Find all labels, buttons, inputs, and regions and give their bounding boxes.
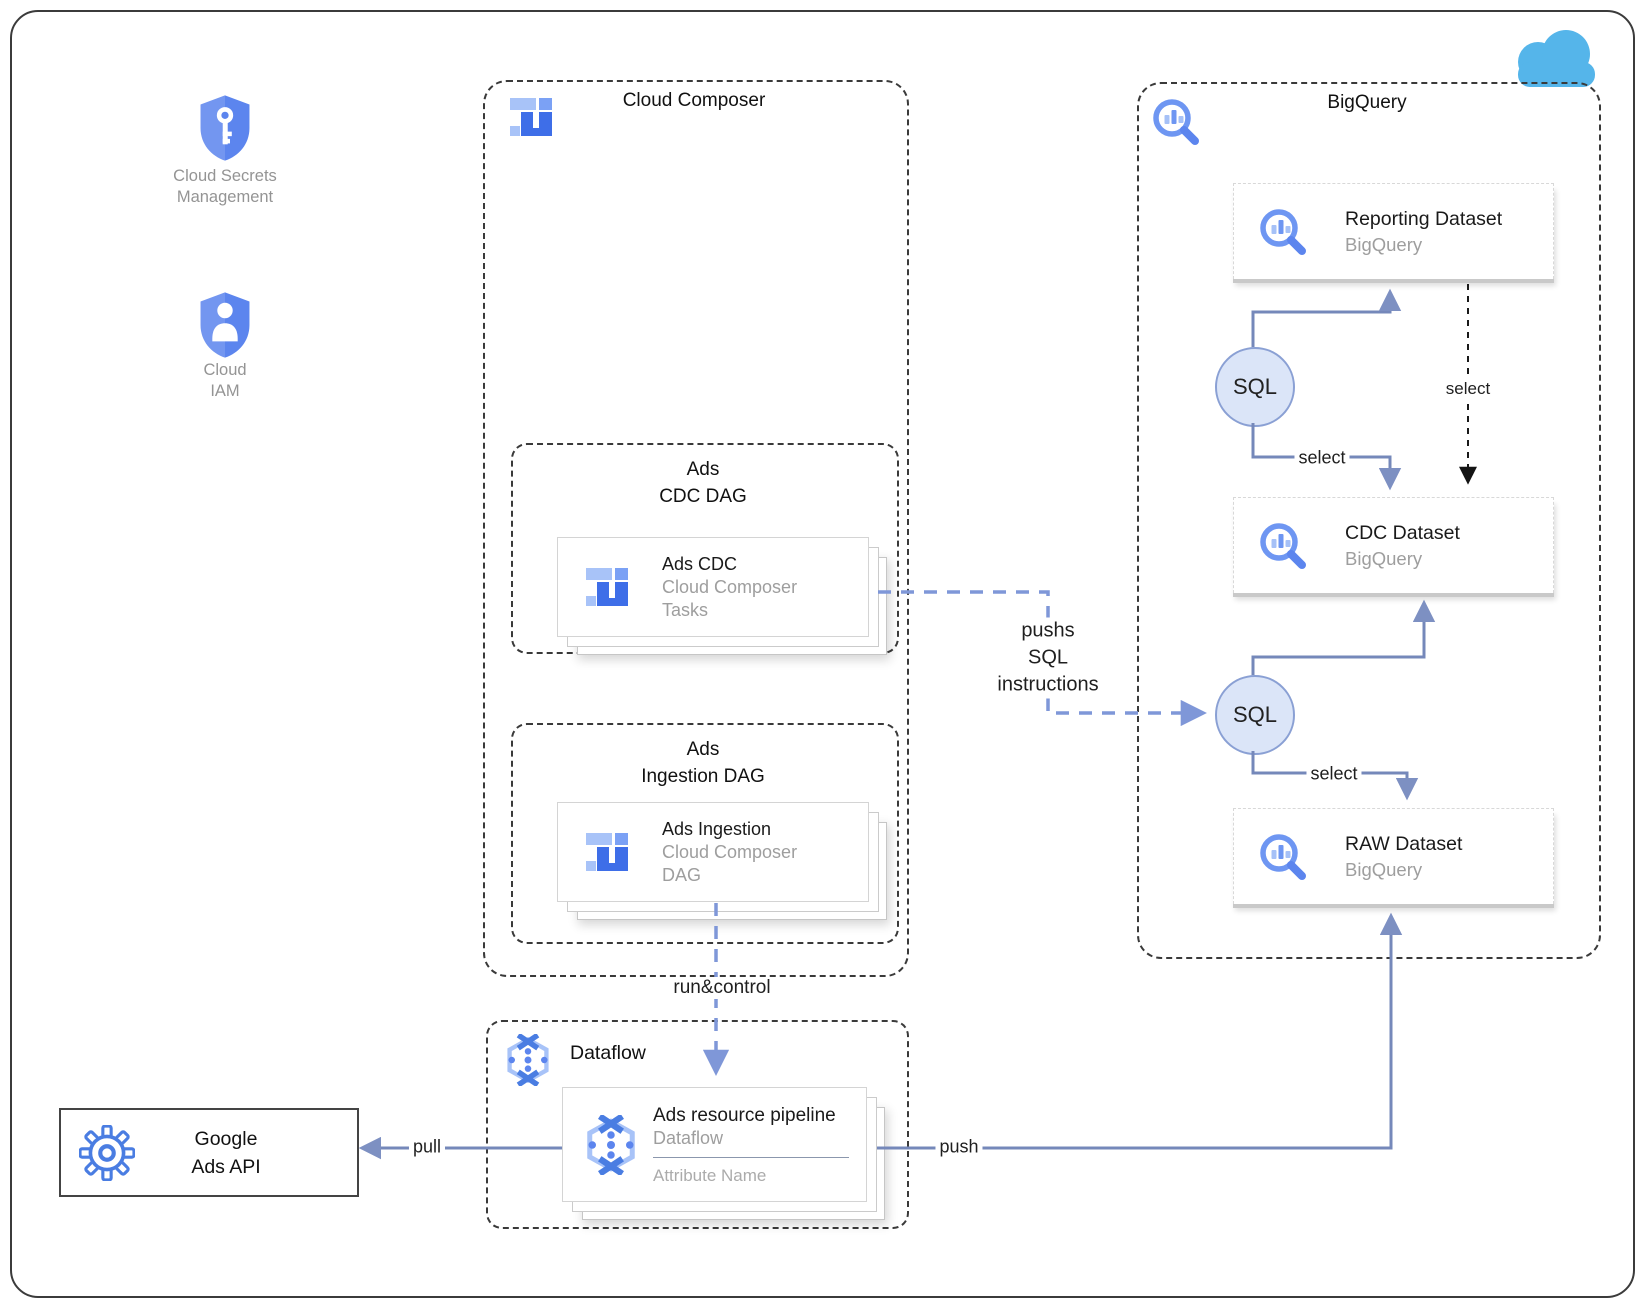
edge-label-select-to-cdc: select xyxy=(1294,447,1350,469)
raw-dataset-title: RAW Dataset xyxy=(1345,832,1463,855)
google-ads-api-label-2: Ads API xyxy=(191,1155,261,1178)
sql-node-top-label: SQL xyxy=(1232,374,1278,399)
google-ads-api-label-1: Google xyxy=(194,1127,258,1150)
dataflow-card-attribute: Attribute Name xyxy=(653,1165,767,1185)
dataflow-card-title: Ads resource pipeline xyxy=(653,1104,836,1126)
bigquery-icon xyxy=(1153,99,1199,145)
edge-label-pull: pull xyxy=(408,1136,446,1158)
ads-cdc-card-sub2: Tasks xyxy=(662,599,709,620)
gear-icon xyxy=(79,1124,135,1181)
cdc-dataset-subtitle: BigQuery xyxy=(1345,547,1423,569)
edge-label-select-reporting: select xyxy=(1441,379,1495,399)
ads-ingestion-card-sub1: Cloud Composer xyxy=(662,841,798,862)
ads-cdc-card: Ads CDC Cloud Composer Tasks xyxy=(557,537,869,637)
pushs-line-3: instructions xyxy=(997,673,1099,696)
ads-ingestion-dag-title-1: Ads xyxy=(686,739,720,760)
edge-label-push: push xyxy=(935,1136,983,1158)
ads-cdc-dag-title-1: Ads xyxy=(686,459,720,480)
sql-node-bottom-label: SQL xyxy=(1232,702,1278,727)
cloud-composer-title: Cloud Composer xyxy=(622,90,766,111)
raw-dataset-card: RAW Dataset BigQuery xyxy=(1233,808,1554,904)
cloud-secrets-icon xyxy=(200,95,250,161)
reporting-dataset-title: Reporting Dataset xyxy=(1345,207,1503,230)
divider xyxy=(653,1156,849,1158)
outer-frame xyxy=(10,10,1635,1298)
ads-cdc-card-sub1: Cloud Composer xyxy=(662,576,798,597)
dataflow-card-sub: Dataflow xyxy=(653,1127,724,1148)
cloud-composer-icon xyxy=(586,833,628,871)
cloud-iam-icon xyxy=(200,292,250,358)
raw-dataset-subtitle: BigQuery xyxy=(1345,858,1423,880)
ads-ingestion-dag-group xyxy=(511,723,899,944)
dataflow-icon xyxy=(587,1114,635,1175)
google-ads-api-box: Google Ads API xyxy=(59,1108,359,1197)
reporting-dataset-subtitle: BigQuery xyxy=(1345,233,1423,255)
ads-ingestion-card-sub2: DAG xyxy=(662,864,702,885)
reporting-dataset-card: Reporting Dataset BigQuery xyxy=(1233,183,1554,279)
dataflow-title: Dataflow xyxy=(570,1042,646,1064)
edge-label-pushs-sql-instructions: pushs SQL instructions xyxy=(993,617,1103,699)
sql-node-top: SQL xyxy=(1215,347,1295,427)
pushs-line-1: pushs xyxy=(1021,619,1075,642)
bigquery-icon xyxy=(1260,208,1306,255)
dataflow-pipeline-card: Ads resource pipeline Dataflow Attribute… xyxy=(562,1087,867,1202)
cdc-dataset-card: CDC Dataset BigQuery xyxy=(1233,497,1554,593)
bigquery-title: BigQuery xyxy=(1327,92,1407,113)
cloud-icon xyxy=(1518,30,1595,87)
cdc-dataset-title: CDC Dataset xyxy=(1345,521,1460,544)
edge-label-run-control: run&control xyxy=(669,977,775,999)
sql-node-bottom: SQL xyxy=(1215,675,1295,755)
bigquery-icon xyxy=(1260,833,1306,880)
ads-cdc-dag-title-2: CDC DAG xyxy=(659,486,747,507)
cloud-composer-icon xyxy=(586,568,628,606)
ads-cdc-dag-group xyxy=(511,443,899,654)
pushs-line-2: SQL xyxy=(1027,646,1069,669)
cloud-composer-icon xyxy=(510,98,552,136)
dataflow-icon xyxy=(507,1034,549,1086)
cloud-secrets-label: Cloud Secrets Management xyxy=(173,167,277,206)
cloud-composer-container xyxy=(483,80,909,977)
ads-cdc-card-title: Ads CDC xyxy=(662,553,738,574)
bigquery-icon xyxy=(1260,522,1306,569)
ads-ingestion-card: Ads Ingestion Cloud Composer DAG xyxy=(557,802,869,902)
cloud-iam-label: Cloud IAM xyxy=(203,361,247,400)
ads-ingestion-dag-title-2: Ingestion DAG xyxy=(641,766,765,787)
ads-ingestion-card-title: Ads Ingestion xyxy=(662,818,772,839)
edge-label-select-to-raw: select xyxy=(1306,763,1362,785)
